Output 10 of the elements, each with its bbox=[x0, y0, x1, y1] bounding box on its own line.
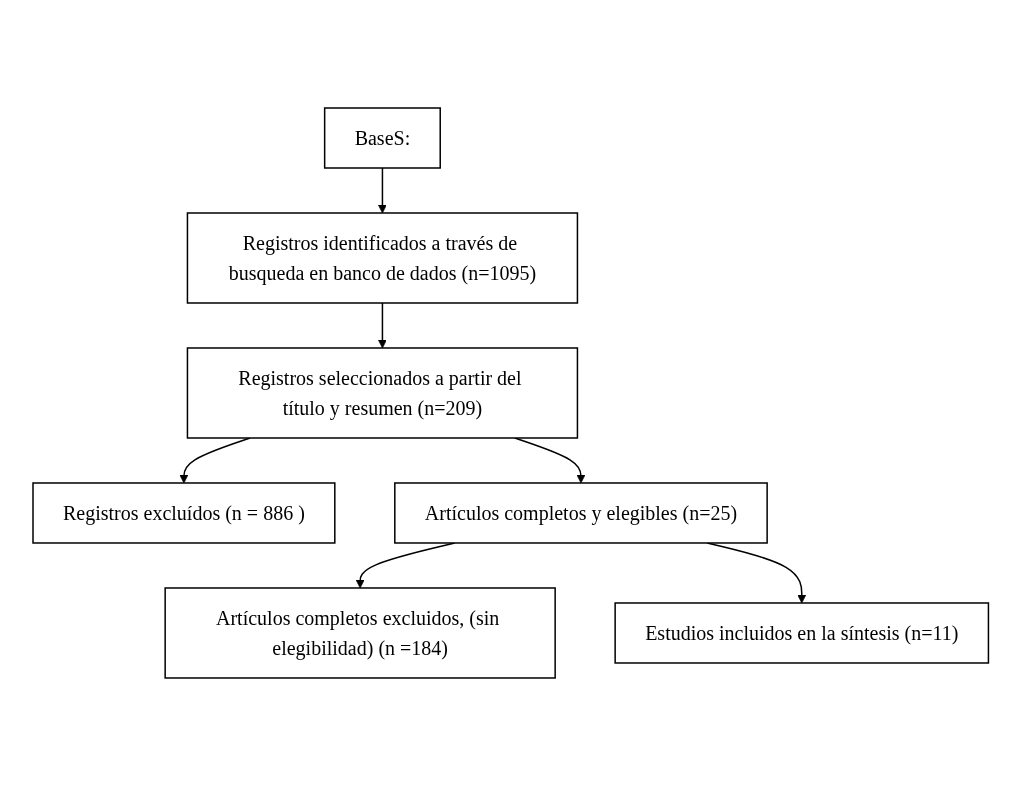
arrow bbox=[514, 436, 586, 483]
node-box: Registros identificados a través de busqueda en banco de dados (n=1095) bbox=[187, 211, 579, 304]
node-box: Registros excluídos (n = 886 ) bbox=[32, 481, 336, 544]
node-box: BaseS: bbox=[324, 106, 442, 169]
arrow bbox=[378, 166, 388, 213]
node-box: Registros seleccionados a partir del título y resumen (n=209) bbox=[187, 346, 579, 439]
node-box: Estudios incluidos en la síntesis (n=11) bbox=[614, 601, 990, 664]
node-box: Artículos completos y elegibles (n=25) bbox=[394, 481, 769, 544]
arrow bbox=[378, 301, 388, 348]
node-box: Artículos completos excluidos, (sin elegibilidad) (n =184) bbox=[164, 586, 557, 679]
